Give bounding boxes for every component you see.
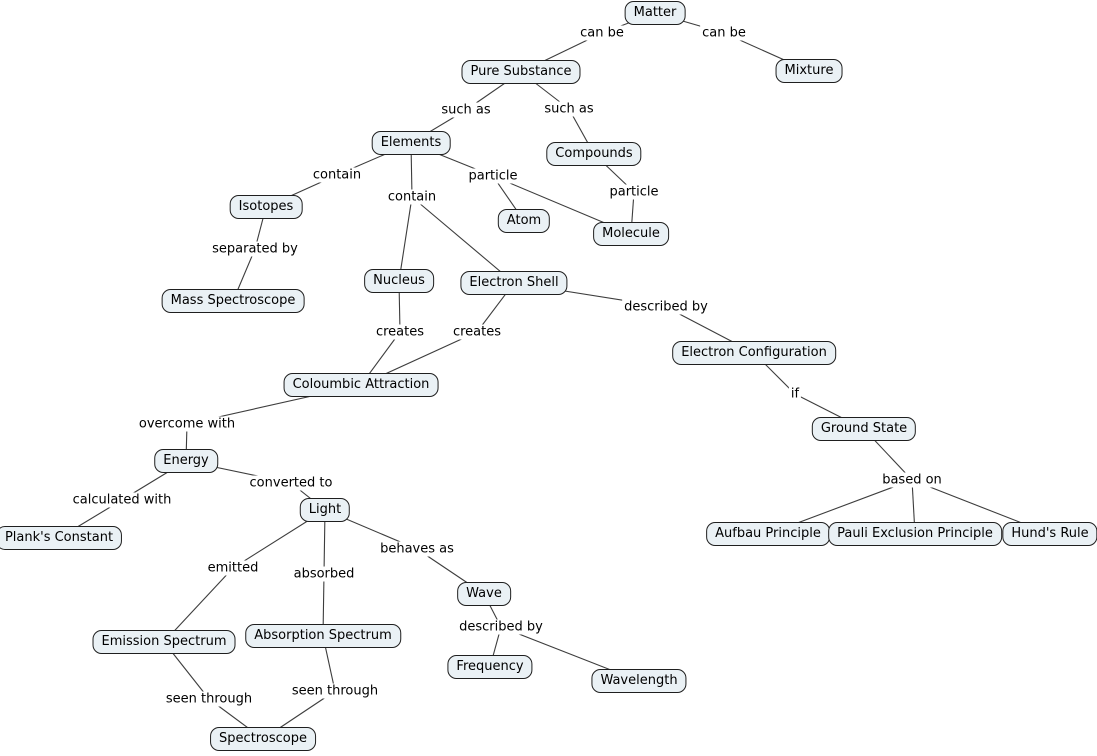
concept-node-mass-spectroscope[interactable]: Mass Spectroscope bbox=[161, 289, 305, 313]
concept-node-wavelength[interactable]: Wavelength bbox=[591, 669, 687, 693]
link-phrase-emitted[interactable]: emitted bbox=[205, 560, 261, 576]
link-phrase-based-on[interactable]: based on bbox=[880, 472, 944, 488]
concept-node-frequency[interactable]: Frequency bbox=[447, 655, 533, 679]
link-phrase-contain-isotopes[interactable]: contain bbox=[310, 167, 364, 183]
link-phrase-calculated-with[interactable]: calculated with bbox=[70, 492, 174, 508]
concept-node-emission-spectrum[interactable]: Emission Spectrum bbox=[92, 630, 236, 654]
link-phrase-contain-nucleus-shell[interactable]: contain bbox=[385, 189, 439, 205]
link-phrase-can-be-pure[interactable]: can be bbox=[578, 25, 626, 41]
concept-node-plank-constant[interactable]: Plank's Constant bbox=[0, 526, 123, 550]
concept-node-electron-shell[interactable]: Electron Shell bbox=[460, 271, 568, 295]
link-phrase-separated-by[interactable]: separated by bbox=[210, 241, 300, 257]
concept-node-elements[interactable]: Elements bbox=[371, 131, 451, 155]
edge-line-emitted bbox=[163, 567, 234, 643]
concept-node-energy[interactable]: Energy bbox=[154, 449, 218, 473]
link-phrase-if-ground-state[interactable]: if bbox=[788, 386, 802, 402]
link-phrase-such-as-compounds[interactable]: such as bbox=[542, 101, 596, 117]
link-phrase-overcome-with[interactable]: overcome with bbox=[136, 416, 238, 432]
concept-node-matter[interactable]: Matter bbox=[624, 1, 686, 25]
concept-node-molecule[interactable]: Molecule bbox=[593, 222, 669, 246]
concept-node-spectroscope[interactable]: Spectroscope bbox=[210, 727, 316, 751]
concept-node-ground-state[interactable]: Ground State bbox=[811, 417, 917, 441]
concept-node-pauli-exclusion-principle[interactable]: Pauli Exclusion Principle bbox=[828, 522, 1002, 546]
edge-line-contain-nucleus-shell bbox=[411, 196, 515, 284]
link-phrase-absorbed[interactable]: absorbed bbox=[291, 566, 357, 582]
link-phrase-can-be-mixture[interactable]: can be bbox=[700, 25, 748, 41]
link-phrase-such-as-elements[interactable]: such as bbox=[439, 102, 493, 118]
concept-node-absorption-spectrum[interactable]: Absorption Spectrum bbox=[245, 624, 401, 648]
concept-node-isotopes[interactable]: Isotopes bbox=[229, 195, 303, 219]
concept-node-coloumbic-attraction[interactable]: Coloumbic Attraction bbox=[283, 373, 439, 397]
link-phrase-creates-from-shell[interactable]: creates bbox=[450, 324, 504, 340]
link-phrase-particle-atom-molecule[interactable]: particle bbox=[466, 168, 520, 184]
edge-line-contain-nucleus-shell bbox=[398, 196, 413, 282]
concept-node-wave[interactable]: Wave bbox=[457, 582, 511, 606]
concept-node-compounds[interactable]: Compounds bbox=[546, 142, 642, 166]
concept-node-atom[interactable]: Atom bbox=[497, 209, 551, 233]
concept-node-hund-rule[interactable]: Hund's Rule bbox=[1002, 522, 1097, 546]
link-phrase-seen-through-emission[interactable]: seen through bbox=[163, 691, 255, 707]
link-phrase-described-by-wave[interactable]: described by bbox=[457, 619, 545, 635]
link-phrase-creates-from-nucleus[interactable]: creates bbox=[373, 324, 427, 340]
link-phrase-particle-molecule[interactable]: particle bbox=[607, 184, 661, 200]
link-phrase-described-by-config[interactable]: described by bbox=[622, 299, 710, 315]
concept-node-aufbau-principle[interactable]: Aufbau Principle bbox=[706, 522, 830, 546]
concept-node-mixture[interactable]: Mixture bbox=[775, 59, 843, 83]
link-phrase-seen-through-absorption[interactable]: seen through bbox=[289, 683, 381, 699]
link-phrase-converted-to[interactable]: converted to bbox=[247, 475, 335, 491]
concept-node-electron-configuration[interactable]: Electron Configuration bbox=[672, 341, 836, 365]
concept-node-pure-substance[interactable]: Pure Substance bbox=[461, 60, 581, 84]
link-phrase-behaves-as[interactable]: behaves as bbox=[378, 541, 456, 557]
concept-node-light[interactable]: Light bbox=[299, 498, 351, 522]
concept-node-nucleus[interactable]: Nucleus bbox=[364, 269, 434, 293]
